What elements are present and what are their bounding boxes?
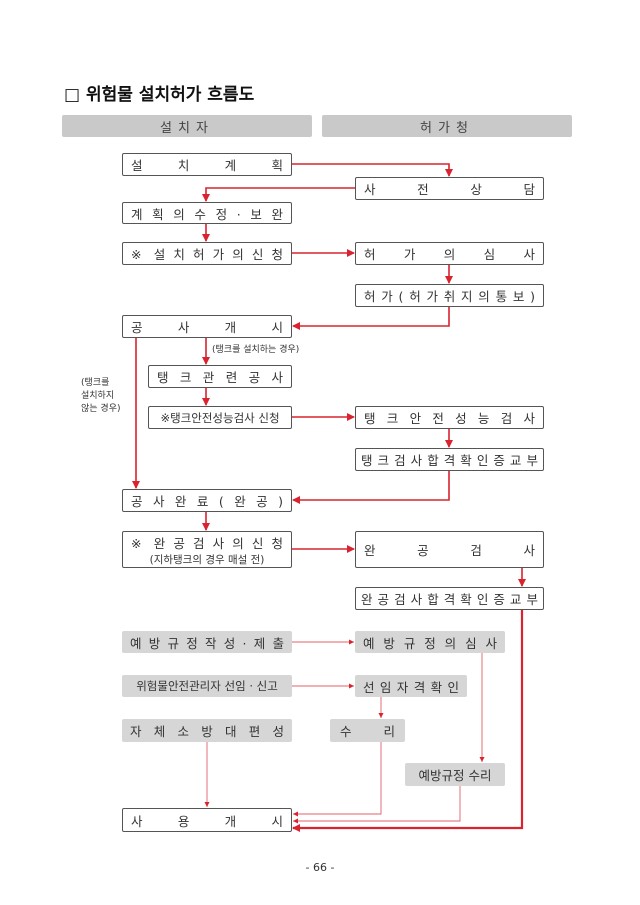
arrow (293, 786, 461, 824)
box-construction-complete: 공 사 완 료 ( 완 공 ) (122, 489, 292, 512)
box-label: 허 가 의 심 사 (364, 247, 535, 262)
box-permit-review: 허 가 의 심 사 (355, 242, 544, 265)
box-label: 공 사 완 료 ( 완 공 ) (131, 494, 283, 509)
box-label: 완 공 검 사 합 격 확 인 증 교 부 (361, 592, 538, 607)
box-label: 공 사 개 시 (131, 320, 283, 335)
note-no-tank-case: (탱크를 설치하지 않는 경우) (81, 377, 121, 416)
box-completion-certificate: 완 공 검 사 합 격 확 인 증 교 부 (355, 587, 544, 610)
box-completion-inspection-application: ※ 완 공 검 사 의 신 청 (지하탱크의 경우 매설 전) (122, 531, 292, 568)
box-label: ※탱크안전성능검사 신청 (160, 410, 280, 425)
box-label: 계 획 의 수 정 · 보 완 (131, 206, 283, 222)
box-fire-brigade: 자 체 소 방 대 편 성 (122, 719, 292, 742)
page-title: □ 위험물 설치허가 흐름도 (64, 85, 255, 105)
note-line: 설치하지 (81, 391, 115, 401)
box-use-start: 사 용 개 시 (122, 808, 292, 832)
box-tank-certificate: 탱 크 검 사 합 격 확 인 증 교 부 (355, 448, 544, 471)
arrow (292, 163, 453, 177)
box-tank-inspection-application: ※탱크안전성능검사 신청 (148, 406, 292, 429)
box-sublabel: (지하탱크의 경우 매설 전) (149, 553, 265, 566)
box-safety-manager: 위험물안전관리자 선임 · 신고 (122, 675, 292, 697)
box-label: 탱 크 검 사 합 격 확 인 증 교 부 (361, 453, 538, 468)
box-label: 탱 크 관 련 공 사 (157, 370, 283, 385)
arrow (293, 742, 382, 817)
box-pre-consultation: 사 전 상 담 (355, 177, 544, 200)
box-prevention-rules-acceptance: 예방규정 수리 (405, 763, 505, 786)
box-label: 설 치 계 획 (131, 158, 283, 173)
note-line: 않는 경우) (81, 404, 121, 414)
box-completion-inspection: 완 공 검 사 (355, 531, 544, 568)
box-permit-application: ※ 설 치 허 가 의 신 청 (122, 242, 292, 265)
header-authority: 허가청 (322, 115, 572, 137)
box-label: 수 리 (340, 724, 395, 739)
box-acceptance: 수 리 (330, 719, 405, 742)
arrow (292, 307, 450, 330)
note-tank-case: (탱크를 설치하는 경우) (212, 345, 300, 355)
box-label: 사 용 개 시 (131, 813, 283, 829)
box-label: 예 방 규 정 작 성 · 제 출 (130, 635, 284, 651)
box-permit-notice: 허 가 ( 허 가 취 지 의 통 보 ) (355, 284, 544, 307)
box-plan-revision: 계 획 의 수 정 · 보 완 (122, 202, 292, 224)
note-line: (탱크를 (81, 378, 110, 388)
box-tank-work: 탱 크 관 련 공 사 (148, 365, 292, 388)
box-prevention-rules-submit: 예 방 규 정 작 성 · 제 출 (122, 631, 292, 653)
box-label: 예 방 규 정 의 심 사 (363, 635, 497, 651)
box-label: 위험물안전관리자 선임 · 신고 (136, 679, 278, 693)
box-label: ※ 완 공 검 사 의 신 청 (131, 535, 283, 551)
header-installer: 설치자 (62, 115, 312, 137)
box-prevention-rules-review: 예 방 규 정 의 심 사 (355, 631, 505, 653)
box-label: 탱 크 안 전 성 능 검 사 (364, 411, 535, 426)
box-qualification-check: 선 임 자 격 확 인 (355, 675, 467, 697)
box-construction-start: 공 사 개 시 (122, 315, 292, 338)
box-label: ※ 설 치 허 가 의 신 청 (131, 247, 283, 262)
box-label: 허 가 ( 허 가 취 지 의 통 보 ) (364, 289, 535, 304)
page-number: - 66 - (305, 861, 335, 874)
box-label: 완 공 검 사 (364, 543, 535, 558)
arrow (292, 471, 450, 504)
box-label: 사 전 상 담 (364, 182, 535, 197)
box-label: 예방규정 수리 (418, 768, 492, 783)
box-label: 선 임 자 격 확 인 (363, 679, 459, 695)
box-tank-inspection: 탱 크 안 전 성 능 검 사 (355, 406, 544, 429)
box-install-plan: 설 치 계 획 (122, 153, 292, 176)
arrow (202, 187, 355, 202)
arrow (292, 610, 524, 832)
box-label: 자 체 소 방 대 편 성 (130, 724, 284, 739)
